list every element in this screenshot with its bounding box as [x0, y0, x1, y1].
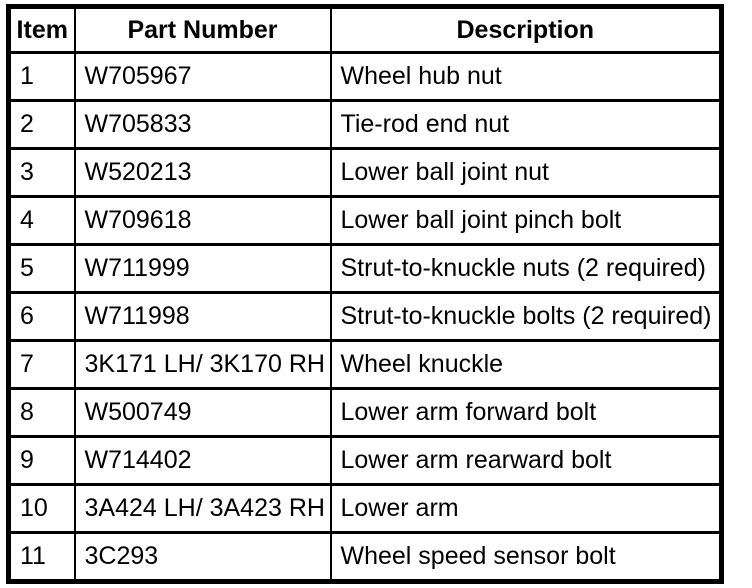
description-cell: Strut-to-knuckle bolts (2 required) [329, 291, 723, 342]
part-number-cell: W711999 [73, 243, 332, 294]
part-number-cell: 3K171 LH/ 3K170 RH [73, 339, 332, 390]
column-header-item: Item [7, 5, 76, 54]
part-number-cell: 3A424 LH/ 3A423 RH [73, 483, 332, 534]
description-cell: Wheel knuckle [329, 339, 723, 390]
header-row: Item Part Number Description [7, 5, 723, 54]
description-cell: Strut-to-knuckle nuts (2 required) [329, 243, 723, 294]
part-number-cell: W705833 [73, 99, 332, 150]
item-cell: 7 [7, 339, 76, 390]
item-cell: 11 [7, 531, 76, 583]
item-cell: 6 [7, 291, 76, 342]
description-cell: Lower arm forward bolt [329, 387, 723, 438]
item-cell: 2 [7, 99, 76, 150]
item-cell: 4 [7, 195, 76, 246]
part-number-cell: W711998 [73, 291, 332, 342]
item-cell: 10 [7, 483, 76, 534]
item-cell: 5 [7, 243, 76, 294]
parts-table-header: Item Part Number Description [7, 5, 723, 54]
description-cell: Lower ball joint nut [329, 147, 723, 198]
part-number-cell: W705967 [73, 51, 332, 102]
part-number-cell: W709618 [73, 195, 332, 246]
item-cell: 3 [7, 147, 76, 198]
column-header-part-number: Part Number [73, 5, 332, 54]
part-number-cell: W714402 [73, 435, 332, 486]
description-cell: Lower arm rearward bolt [329, 435, 723, 486]
description-cell: Lower ball joint pinch bolt [329, 195, 723, 246]
description-cell: Wheel speed sensor bolt [329, 531, 723, 583]
description-cell: Wheel hub nut [329, 51, 723, 102]
description-cell: Lower arm [329, 483, 723, 534]
part-number-cell: W500749 [73, 387, 332, 438]
part-number-cell: W520213 [73, 147, 332, 198]
description-cell: Tie-rod end nut [329, 99, 723, 150]
item-cell: 1 [7, 51, 76, 102]
item-cell: 8 [7, 387, 76, 438]
part-number-cell: 3C293 [73, 531, 332, 583]
column-header-description: Description [329, 5, 723, 54]
item-cell: 9 [7, 435, 76, 486]
